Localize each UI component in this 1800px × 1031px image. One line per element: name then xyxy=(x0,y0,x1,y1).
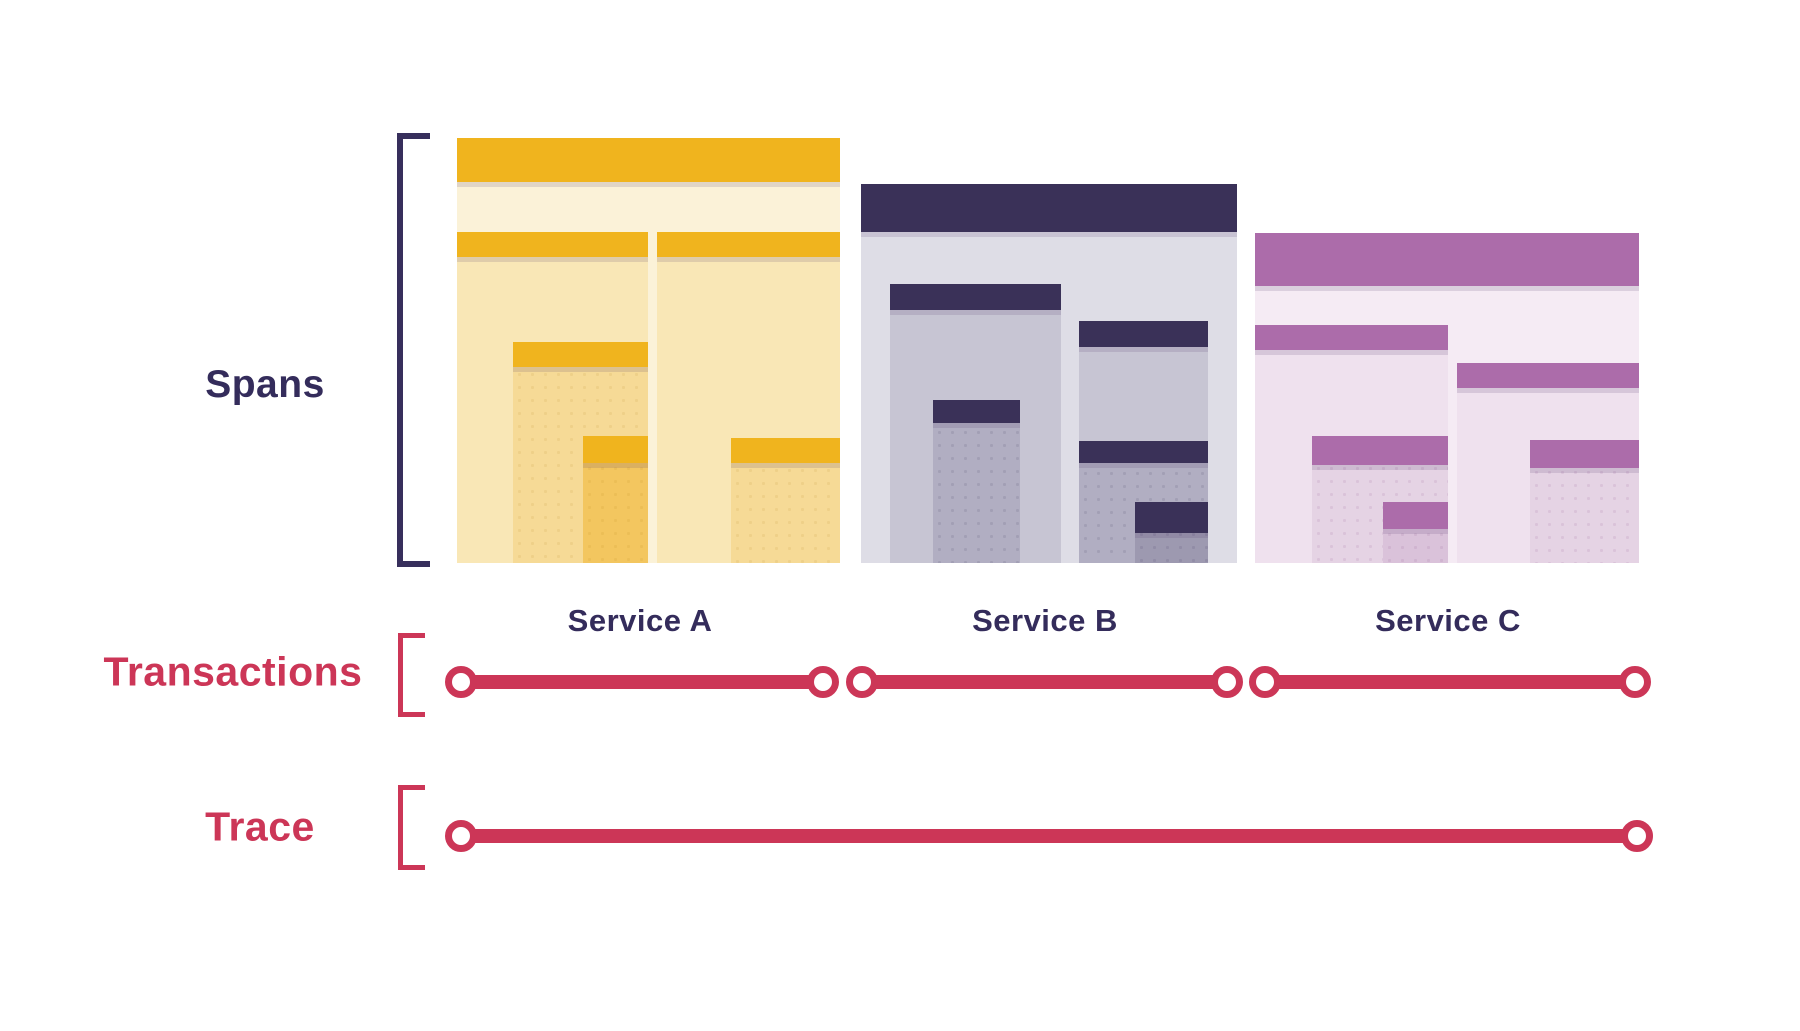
span-bar xyxy=(1079,321,1208,347)
span-bar xyxy=(657,232,840,257)
service-b-label: Service B xyxy=(972,603,1118,638)
span-bar xyxy=(1312,436,1448,465)
transaction-a-end-dot xyxy=(807,666,839,698)
transaction-b-start-dot xyxy=(846,666,878,698)
transactions-label: Transactions xyxy=(103,648,363,695)
span-bar xyxy=(457,232,648,257)
transaction-line-b xyxy=(862,675,1227,689)
span-block xyxy=(583,436,648,563)
span-bar xyxy=(457,138,840,182)
service-c-label: Service C xyxy=(1375,603,1521,638)
span-bar xyxy=(583,436,648,463)
trace-start-dot xyxy=(445,820,477,852)
service-a-label: Service A xyxy=(567,603,713,638)
spans-label: Spans xyxy=(205,363,325,406)
trace-line xyxy=(461,829,1637,843)
trace-label: Trace xyxy=(205,803,315,850)
trace-end-dot xyxy=(1621,820,1653,852)
span-bar xyxy=(1383,502,1448,529)
span-bar xyxy=(1255,325,1448,350)
span-bar xyxy=(513,342,648,367)
transactions-bracket xyxy=(398,633,425,717)
span-bar xyxy=(1457,363,1639,388)
span-block xyxy=(1530,440,1639,563)
span-block xyxy=(933,400,1020,563)
span-bar xyxy=(1530,440,1639,468)
span-block xyxy=(1312,436,1448,563)
span-bar xyxy=(1135,502,1208,533)
transaction-line-c xyxy=(1265,675,1635,689)
trace-bracket xyxy=(398,785,425,870)
span-bar xyxy=(1255,233,1639,286)
span-block xyxy=(1383,502,1448,563)
span-bar xyxy=(933,400,1020,423)
span-block xyxy=(731,438,840,563)
span-bar xyxy=(890,284,1061,310)
span-block xyxy=(1135,502,1208,563)
span-bar xyxy=(1079,441,1208,463)
span-bar xyxy=(861,184,1237,232)
span-bar xyxy=(731,438,840,463)
transaction-c-start-dot xyxy=(1249,666,1281,698)
transaction-b-end-dot xyxy=(1211,666,1243,698)
transaction-line-a xyxy=(461,675,823,689)
transaction-c-end-dot xyxy=(1619,666,1651,698)
transaction-a-start-dot xyxy=(445,666,477,698)
spans-bracket xyxy=(397,133,430,567)
